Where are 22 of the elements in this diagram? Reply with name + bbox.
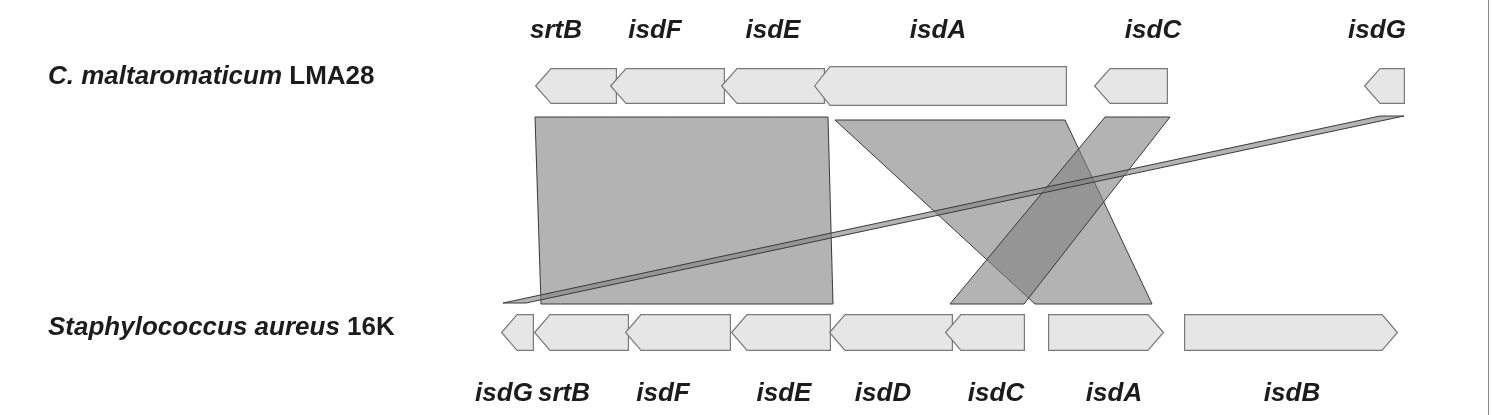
gene-label: isdC — [1124, 14, 1182, 44]
homology-band — [834, 119, 1153, 305]
gene-label: srtB — [530, 14, 582, 44]
gene-label: srtB — [538, 377, 590, 407]
gene-label: isdC — [967, 377, 1025, 407]
homology-band — [534, 116, 628, 305]
genome-label: C. maltaromaticum LMA28 — [48, 60, 375, 90]
homology-band — [722, 116, 834, 305]
homology-band — [613, 116, 732, 305]
gene-label: isdF — [636, 377, 690, 407]
gene-label: isdE — [756, 377, 812, 407]
homology-band — [502, 115, 1405, 304]
gene-label: isdA — [1085, 377, 1143, 407]
gene-label: isdG — [475, 377, 533, 407]
gene-label: isdG — [1348, 14, 1406, 44]
gene-label: isdB — [1263, 377, 1321, 407]
gene-label: isdE — [745, 14, 801, 44]
gene-label: isdA — [909, 14, 967, 44]
gene-label: isdD — [854, 377, 912, 407]
homology-band — [949, 116, 1171, 305]
genome-label: Staphylococcus aureus 16K — [48, 311, 395, 341]
gene-label: isdF — [628, 14, 682, 44]
